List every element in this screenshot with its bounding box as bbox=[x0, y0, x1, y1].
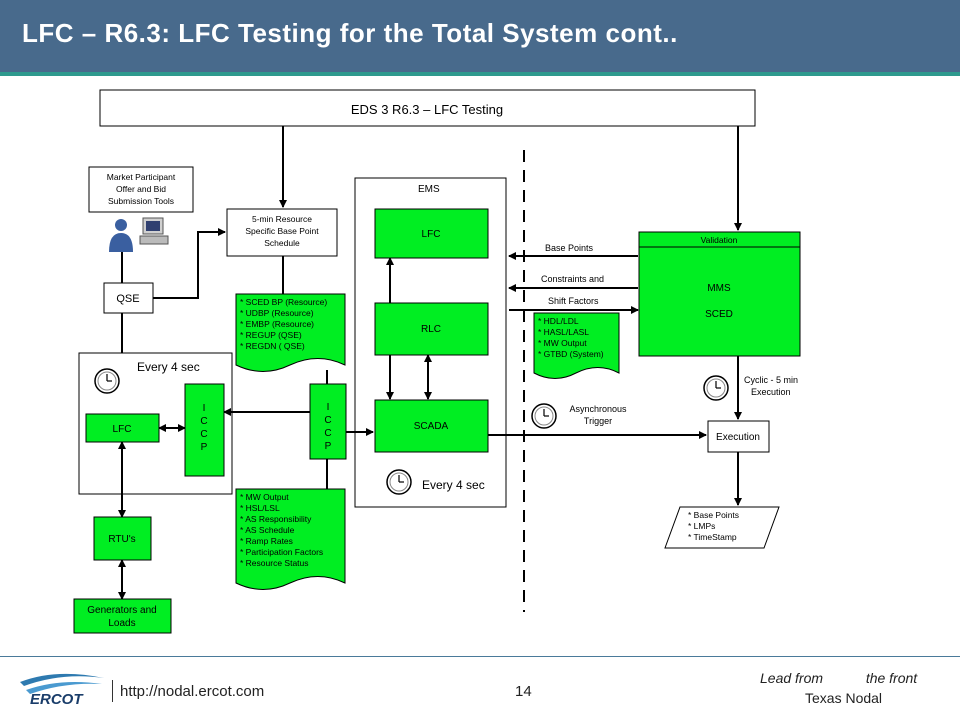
iccp-left-char-4: P bbox=[201, 442, 208, 453]
qse-box bbox=[103, 282, 154, 314]
market-participant-line-3: Submission Tools bbox=[108, 196, 174, 206]
rtus-box bbox=[93, 516, 152, 561]
market-participant-line-1: Market Participant bbox=[107, 172, 176, 182]
cyclic-line-2: Execution bbox=[751, 387, 791, 397]
clock-icon bbox=[531, 403, 557, 429]
ems-label: EMS bbox=[418, 184, 440, 195]
clock-icon bbox=[386, 469, 412, 495]
lfc-left-box bbox=[85, 413, 160, 443]
hdl-list-doc bbox=[533, 312, 620, 379]
iccp-left-char-1: I bbox=[203, 403, 206, 414]
generators-line-1: Generators and bbox=[87, 605, 157, 616]
mw-list-item-3: * AS Responsibility bbox=[240, 514, 312, 524]
footer-separator bbox=[112, 680, 113, 702]
output-list-item-3: * TimeStamp bbox=[688, 532, 737, 542]
iccp-mid-char-2: C bbox=[324, 415, 331, 426]
market-participant-box bbox=[88, 166, 194, 213]
hdl-list-item-1: * HDL/LDL bbox=[538, 316, 579, 326]
qse-label: QSE bbox=[116, 293, 139, 305]
lfc-ems-box bbox=[374, 208, 489, 259]
clock-icon bbox=[94, 368, 120, 394]
ems-box bbox=[354, 177, 507, 508]
generators-line-2: Loads bbox=[108, 618, 135, 629]
hdl-list-item-3: * MW Output bbox=[538, 338, 587, 348]
lfc-left-label: LFC bbox=[113, 424, 132, 435]
mw-list-item-4: * AS Schedule bbox=[240, 525, 295, 535]
sced-label: SCED bbox=[705, 309, 733, 320]
output-list-item-2: * LMPs bbox=[688, 521, 715, 531]
iccp-mid-char-3: C bbox=[324, 428, 331, 439]
validation-label: Validation bbox=[701, 235, 738, 245]
iccp-left-char-3: C bbox=[200, 429, 207, 440]
mms-box bbox=[638, 231, 801, 357]
eds-banner bbox=[99, 89, 756, 127]
resource-schedule-line-2: Specific Base Point bbox=[245, 226, 319, 236]
hdl-list-item-2: * HASL/LASL bbox=[538, 327, 589, 337]
mms-label: MMS bbox=[707, 283, 731, 294]
page-number: 14 bbox=[515, 683, 532, 700]
logo-text: ERCOT bbox=[30, 691, 84, 708]
iccp-mid-char-1: I bbox=[327, 402, 330, 413]
mw-list-doc bbox=[235, 488, 346, 590]
market-participant-line-2: Offer and Bid bbox=[116, 184, 166, 194]
scada-box bbox=[374, 399, 489, 453]
clock-icon bbox=[703, 375, 729, 401]
footer-tagline: Lead from the front bbox=[760, 670, 918, 686]
iccp-mid-char-4: P bbox=[325, 441, 332, 452]
shift-factors-label: Shift Factors bbox=[548, 296, 599, 306]
header-divider bbox=[0, 72, 960, 76]
output-list-item-1: * Base Points bbox=[688, 510, 739, 520]
rlc-box bbox=[374, 302, 489, 356]
constraints-label: Constraints and bbox=[541, 274, 604, 284]
output-list-shape bbox=[664, 506, 780, 549]
footer-org: Texas Nodal bbox=[805, 690, 883, 706]
ercot-logo: ERCOT bbox=[20, 673, 104, 708]
generators-box bbox=[73, 598, 172, 634]
resource-schedule-line-1: 5-min Resource bbox=[252, 214, 312, 224]
mw-list-item-5: * Ramp Rates bbox=[240, 536, 293, 546]
rlc-label: RLC bbox=[421, 324, 441, 335]
execution-box bbox=[707, 420, 770, 453]
resource-schedule-box bbox=[226, 208, 338, 257]
mw-list-item-6: * Participation Factors bbox=[240, 547, 323, 557]
mw-list-item-1: * MW Output bbox=[240, 492, 289, 502]
sced-list-item-3: * EMBP (Resource) bbox=[240, 319, 314, 329]
slide-title: LFC – R6.3: LFC Testing for the Total Sy… bbox=[22, 18, 678, 48]
rtus-label: RTU's bbox=[108, 534, 135, 545]
computer-icon bbox=[139, 217, 169, 245]
base-points-label: Base Points bbox=[545, 243, 594, 253]
eds-banner-text: EDS 3 R6.3 – LFC Testing bbox=[351, 102, 503, 117]
sced-list-item-5: * REGDN ( QSE) bbox=[240, 341, 305, 351]
sced-list-doc bbox=[235, 293, 346, 372]
async-trigger-line-2: Trigger bbox=[584, 416, 612, 426]
iccp-mid-box bbox=[309, 383, 347, 460]
execution-label: Execution bbox=[716, 432, 760, 443]
lfc-ems-label: LFC bbox=[422, 229, 441, 240]
scada-label: SCADA bbox=[414, 421, 449, 432]
sced-list-item-2: * UDBP (Resource) bbox=[240, 308, 314, 318]
iccp-left-char-2: C bbox=[200, 416, 207, 427]
every-4-sec-left-label: Every 4 sec bbox=[137, 360, 200, 374]
mw-list-item-2: * HSL/LSL bbox=[240, 503, 280, 513]
every-4-sec-ems-label: Every 4 sec bbox=[422, 478, 485, 492]
footer-url[interactable]: http://nodal.ercot.com bbox=[120, 683, 265, 700]
footer-divider bbox=[0, 656, 960, 657]
mw-list-item-7: * Resource Status bbox=[240, 558, 309, 568]
iccp-left-box bbox=[184, 383, 225, 477]
async-trigger-line-1: Asynchronous bbox=[569, 404, 627, 414]
resource-schedule-line-3: Schedule bbox=[264, 238, 300, 248]
user-icon bbox=[109, 219, 133, 252]
header-bar bbox=[0, 0, 960, 72]
sced-list-item-4: * REGUP (QSE) bbox=[240, 330, 302, 340]
hdl-list-item-4: * GTBD (System) bbox=[538, 349, 604, 359]
every-4-sec-left-box bbox=[78, 352, 233, 495]
cyclic-line-1: Cyclic - 5 min bbox=[744, 375, 798, 385]
sced-list-item-1: * SCED BP (Resource) bbox=[240, 297, 327, 307]
